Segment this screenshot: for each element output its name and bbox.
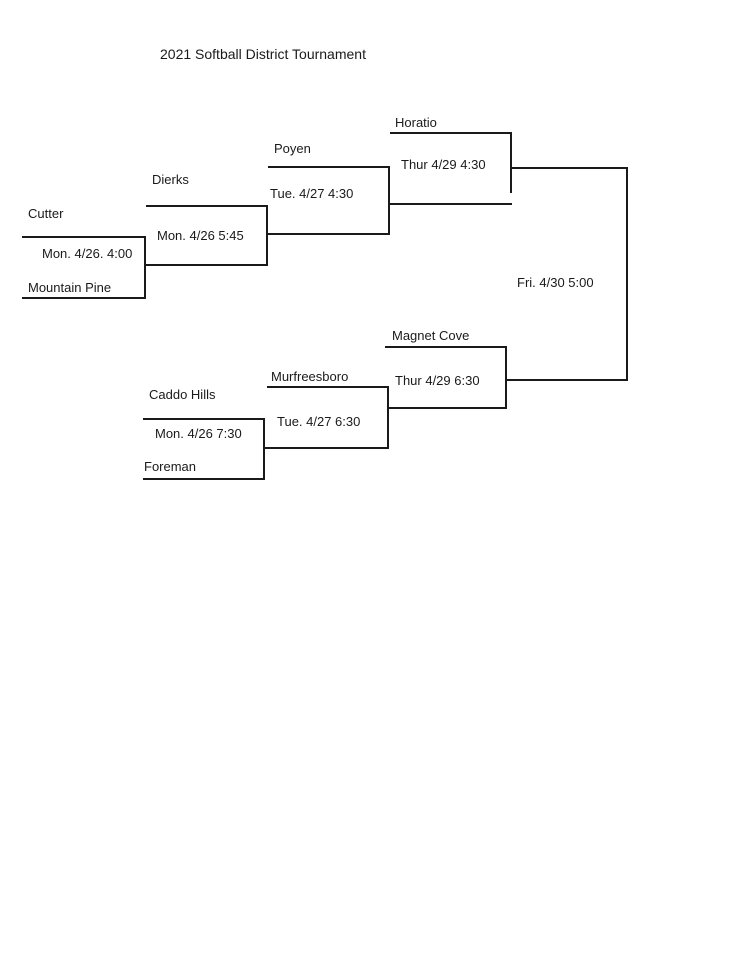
- bracket-line: [388, 203, 512, 205]
- bracket-line: [510, 132, 512, 193]
- game-time-3: Tue. 4/27 4:30: [270, 186, 354, 201]
- team-cutter: Cutter: [28, 206, 64, 221]
- bracket-line: [388, 166, 390, 235]
- game-time-1: Mon. 4/26. 4:00: [42, 246, 133, 261]
- bracket-line: [146, 205, 268, 207]
- bracket-line: [144, 236, 146, 299]
- team-murfreesboro: Murfreesboro: [271, 369, 349, 384]
- game-time-7: Thur 4/29 6:30: [395, 373, 480, 388]
- bracket-line: [263, 447, 389, 449]
- bracket-line: [144, 264, 268, 266]
- bracket-line: [387, 386, 389, 449]
- bracket-line: [22, 236, 146, 238]
- bracket-line: [385, 346, 507, 348]
- game-time-4: Thur 4/29 4:30: [401, 157, 486, 172]
- team-foreman: Foreman: [144, 459, 197, 474]
- bracket-line: [143, 418, 265, 420]
- team-caddo-hills: Caddo Hills: [149, 387, 216, 402]
- team-magnet-cove: Magnet Cove: [392, 328, 470, 343]
- bracket-line: [266, 233, 390, 235]
- bracket-line: [505, 379, 628, 381]
- bracket-line: [387, 407, 507, 409]
- bracket-line: [390, 132, 512, 134]
- game-time-5: Mon. 4/26 7:30: [155, 426, 242, 441]
- game-time-2: Mon. 4/26 5:45: [157, 228, 244, 243]
- bracket-line: [263, 418, 265, 480]
- game-time-6: Tue. 4/27 6:30: [277, 414, 361, 429]
- bracket-line: [626, 167, 628, 381]
- team-mountain-pine: Mountain Pine: [28, 280, 112, 295]
- team-dierks: Dierks: [152, 172, 189, 187]
- game-time-final: Fri. 4/30 5:00: [517, 275, 594, 290]
- team-poyen: Poyen: [274, 141, 311, 156]
- bracket-line: [505, 346, 507, 409]
- bracket-line: [22, 297, 146, 299]
- bracket-line: [266, 205, 268, 266]
- bracket-line: [268, 166, 390, 168]
- page-title: 2021 Softball District Tournament: [160, 46, 366, 62]
- bracket-line: [267, 386, 389, 388]
- team-horatio: Horatio: [395, 115, 437, 130]
- bracket-line: [510, 167, 628, 169]
- bracket-line: [143, 478, 265, 480]
